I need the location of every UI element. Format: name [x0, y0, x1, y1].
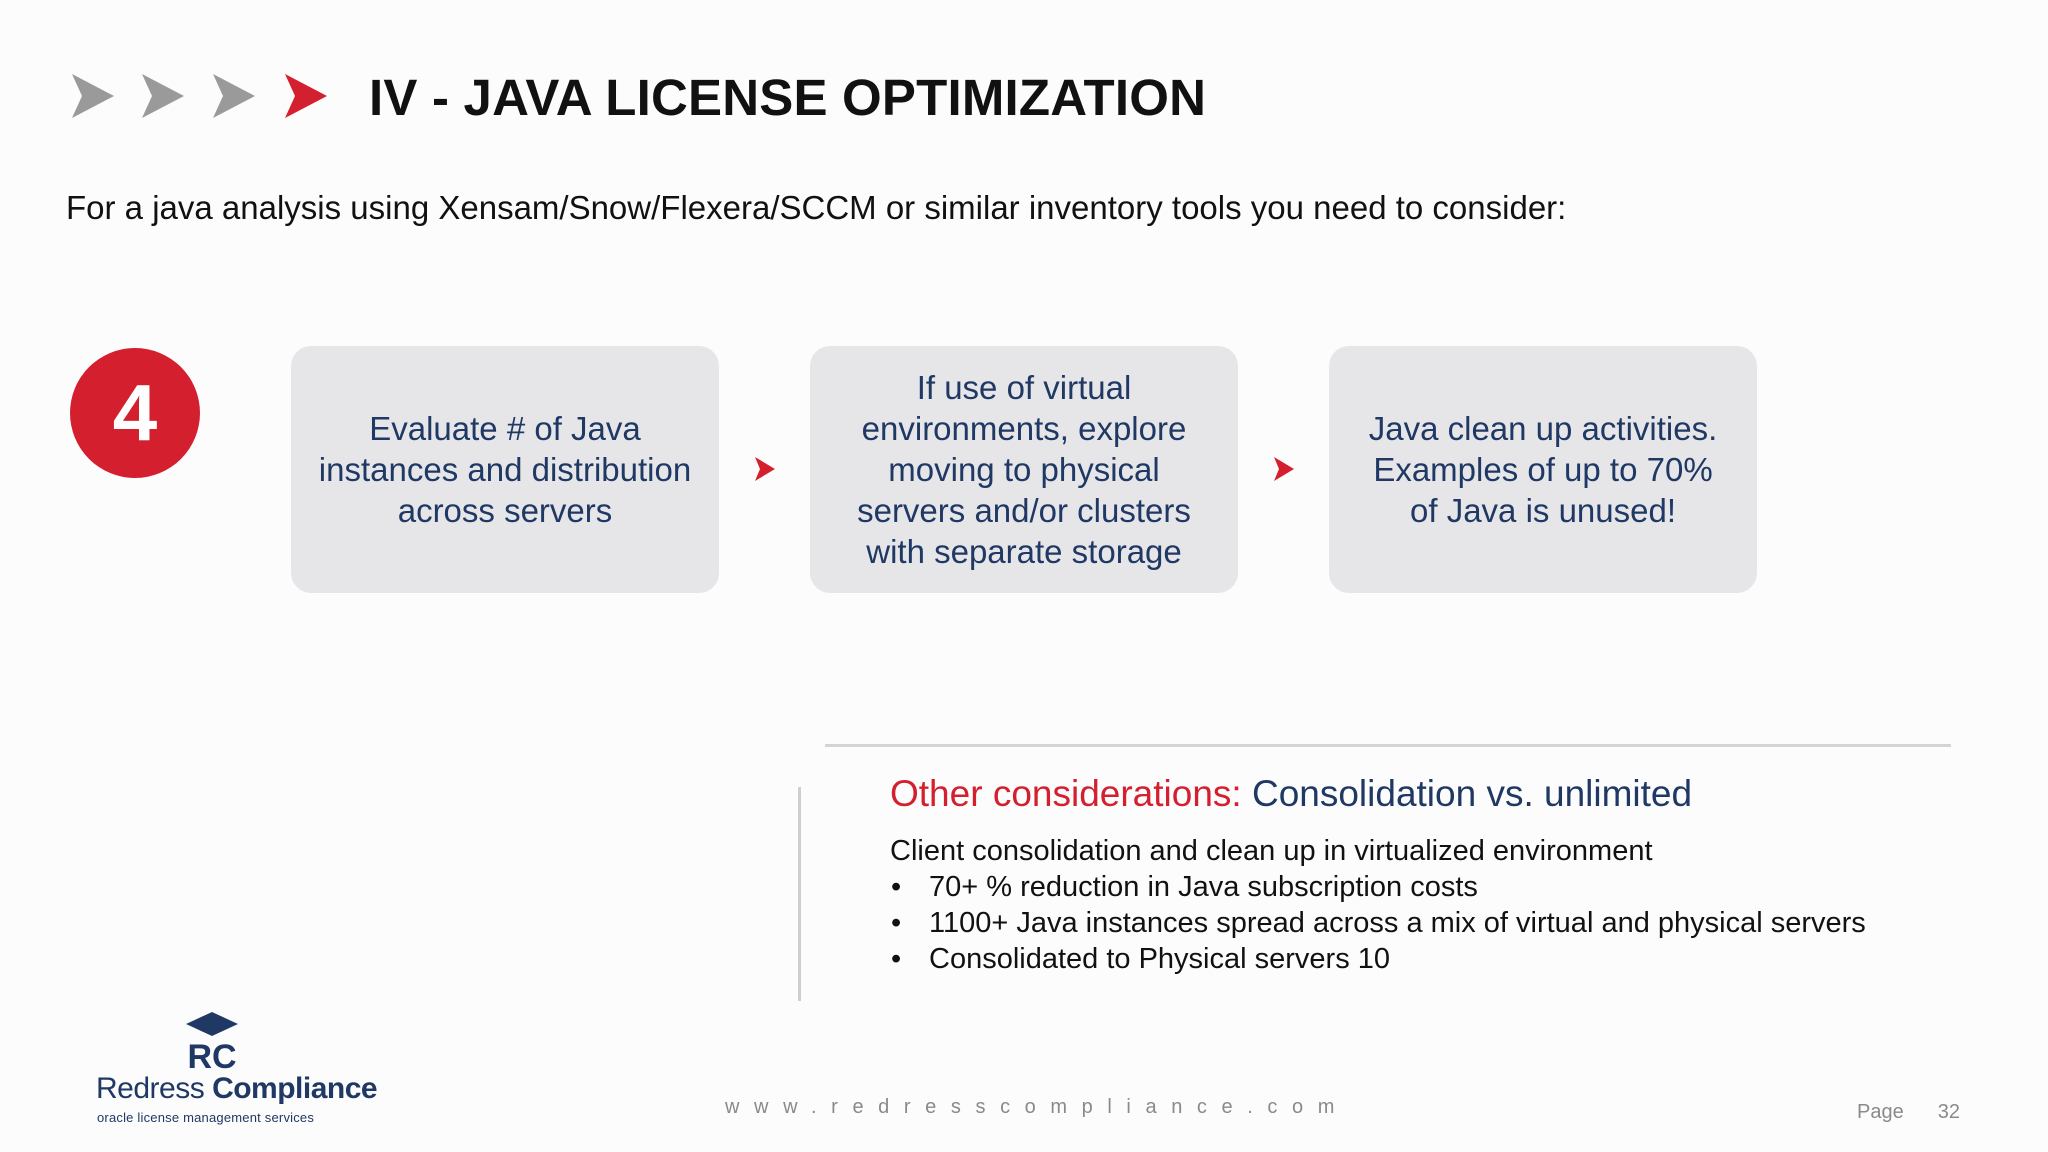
arrow-right-icon	[755, 457, 775, 481]
other-considerations-label: Other considerations:	[890, 773, 1242, 814]
other-considerations-lead: Client consolidation and clean up in vir…	[890, 835, 1653, 867]
arrow-right-icon	[1274, 457, 1294, 481]
step-box-cleanup: Java clean up activities. Examples of up…	[1329, 346, 1757, 593]
step-box-virtual: If use of virtual environments, explore …	[810, 346, 1238, 593]
list-item: •1100+ Java instances spread across a mi…	[891, 907, 1866, 939]
chevron-right-icon	[142, 74, 184, 118]
page-number: 32	[1937, 1101, 1960, 1123]
logo-name: Redress Compliance	[96, 1072, 378, 1105]
page-label: Page	[1857, 1101, 1904, 1123]
logo-tagline: oracle license management services	[97, 1110, 315, 1125]
bullet-icon: •	[891, 907, 902, 939]
page-indicator: Page 32	[1857, 1101, 1960, 1124]
list-item: •Consolidated to Physical servers 10	[891, 943, 1391, 975]
other-considerations-body: Client consolidation and clean up in vir…	[890, 833, 1866, 977]
bullet-list: •70+ % reduction in Java subscription co…	[890, 869, 1866, 977]
company-logo: RC Redress Compliance oracle license man…	[96, 1010, 378, 1125]
chevron-right-icon	[72, 74, 114, 118]
divider-vertical	[798, 787, 801, 1001]
bullet-icon: •	[891, 871, 902, 903]
step-number-badge: 4	[70, 348, 200, 478]
chevron-right-icon	[213, 74, 255, 118]
page-title: IV - JAVA LICENSE OPTIMIZATION	[369, 69, 1207, 126]
other-considerations-heading: Other considerations: Consolidation vs. …	[890, 773, 1692, 815]
divider-horizontal	[825, 744, 1951, 747]
intro-text: For a java analysis using Xensam/Snow/Fl…	[66, 189, 1567, 226]
chevron-right-icon	[285, 74, 327, 118]
other-considerations-topic: Consolidation vs. unlimited	[1251, 773, 1693, 814]
website-url: www.redresscompliance.com	[725, 1096, 1349, 1118]
step-box-evaluate: Evaluate # of Java instances and distrib…	[291, 346, 719, 593]
bullet-icon: •	[891, 943, 902, 975]
graduation-cap-icon: RC	[186, 1012, 238, 1072]
logo-monogram: RC	[187, 1038, 236, 1072]
list-item: •70+ % reduction in Java subscription co…	[891, 871, 1478, 903]
